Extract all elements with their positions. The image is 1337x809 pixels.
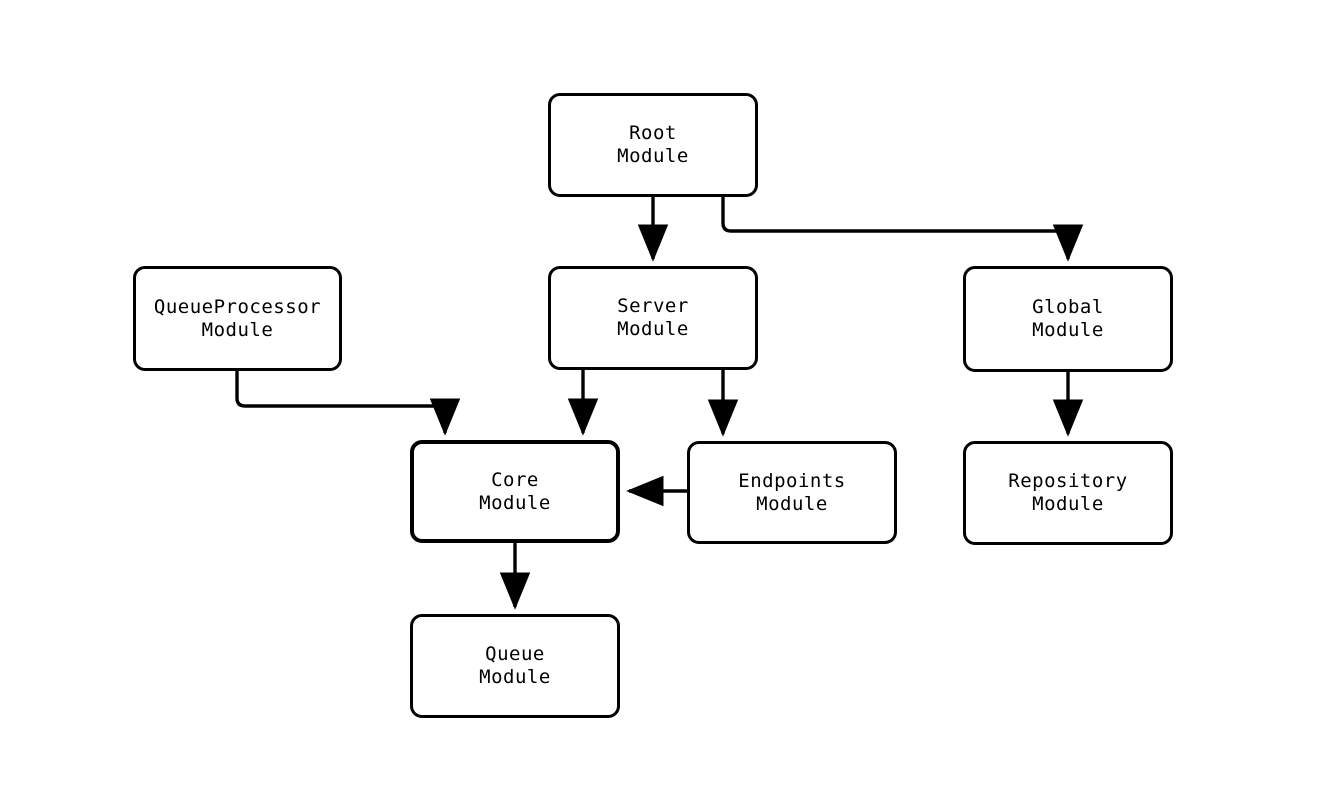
node-core-module[interactable]: Core Module xyxy=(410,440,620,543)
node-server-module-line1: Server xyxy=(617,295,689,317)
edge-root-global xyxy=(721,197,1084,262)
node-queue-module-line2: Module xyxy=(479,666,551,688)
node-server-module[interactable]: Server Module xyxy=(548,266,758,370)
node-repository-module[interactable]: Repository Module xyxy=(963,441,1173,545)
node-core-module-line2: Module xyxy=(479,491,551,514)
node-root-module[interactable]: Root Module xyxy=(548,93,758,197)
node-repository-module-line1: Repository xyxy=(1008,470,1128,492)
node-global-module-line1: Global xyxy=(1032,296,1104,318)
node-queue-module[interactable]: Queue Module xyxy=(410,614,620,718)
node-global-module[interactable]: Global Module xyxy=(963,266,1173,372)
node-root-module-line1: Root xyxy=(629,122,677,144)
node-server-module-line2: Module xyxy=(617,318,689,340)
node-endpoints-module-line1: Endpoints xyxy=(738,469,846,492)
node-queueprocessor-module[interactable]: QueueProcessor Module xyxy=(133,266,342,371)
node-endpoints-module-line2: Module xyxy=(756,492,828,515)
node-queueprocessor-module-line2: Module xyxy=(201,318,274,341)
node-core-module-line1: Core xyxy=(491,468,539,491)
node-queueprocessor-module-line1: QueueProcessor xyxy=(153,295,322,318)
node-repository-module-line2: Module xyxy=(1032,493,1104,515)
edge-queueprocessor-core xyxy=(235,371,461,436)
node-root-module-line2: Module xyxy=(617,145,689,167)
node-endpoints-module[interactable]: Endpoints Module xyxy=(687,441,897,544)
node-global-module-line2: Module xyxy=(1032,319,1104,341)
node-queue-module-line1: Queue xyxy=(485,643,545,665)
